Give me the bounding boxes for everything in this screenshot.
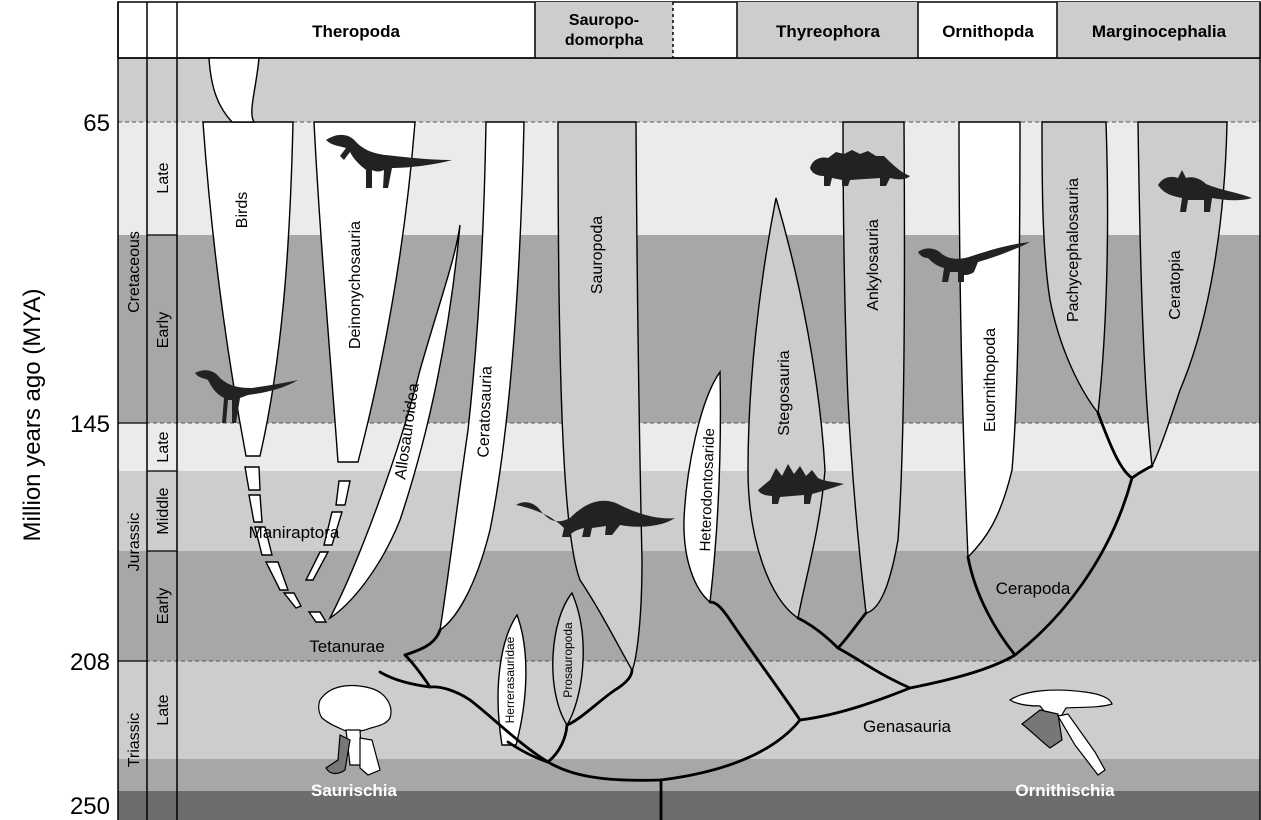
label-prosauropoda: Prosauropoda	[561, 622, 575, 698]
label-pachycephalosauria: Pachycephalosauria	[1065, 178, 1082, 322]
band-jurassic-late	[118, 423, 1260, 471]
y-tick-208: 208	[70, 649, 110, 676]
label-ankylosauria: Ankylosauria	[865, 219, 882, 311]
header-marginocephalia: Marginocephalia	[1092, 22, 1227, 41]
epoch-cretaceous-early: Early	[155, 312, 172, 348]
label-stegosauria: Stegosauria	[776, 350, 793, 435]
header-sauropodomorpha-2: domorpha	[565, 32, 643, 49]
y-tick-145: 145	[70, 411, 110, 438]
label-maniraptora: Maniraptora	[249, 523, 340, 542]
epoch-jurassic-early: Early	[155, 588, 172, 624]
period-cretaceous: Cretaceous	[126, 231, 143, 313]
label-herrerasauridae: Herrerasauridae	[503, 636, 517, 723]
label-birds: Birds	[234, 192, 251, 228]
label-saurischia: Saurischia	[311, 781, 398, 800]
y-axis: Million years ago (MYA) 65 145 208 250	[19, 110, 110, 820]
header-row: Theropoda Sauropo- domorpha Thyreophora …	[118, 2, 1260, 58]
band-tertiary	[118, 58, 1260, 122]
header-thyreophora: Thyreophora	[776, 22, 880, 41]
y-axis-label: Million years ago (MYA)	[19, 289, 46, 542]
label-ceratosauria: Ceratosauria	[475, 366, 495, 458]
epoch-triassic-late: Late	[155, 694, 172, 725]
label-ceratopia: Ceratopia	[1167, 250, 1184, 319]
period-jurassic: Jurassic	[126, 513, 143, 572]
label-cerapoda: Cerapoda	[996, 579, 1071, 598]
epoch-cretaceous-late: Late	[155, 162, 172, 193]
label-ornithischia: Ornithischia	[1015, 781, 1115, 800]
label-deinonychosauria: Deinonychosauria	[347, 221, 364, 349]
y-tick-65: 65	[83, 110, 110, 137]
period-triassic: Triassic	[126, 713, 143, 768]
label-genasauria: Genasauria	[863, 717, 951, 736]
label-tetanurae: Tetanurae	[309, 637, 385, 656]
header-sauropodomorpha-1: Sauropo-	[569, 12, 639, 29]
epoch-jurassic-late: Late	[155, 431, 172, 462]
epoch-jurassic-middle: Middle	[155, 487, 172, 534]
header-theropoda: Theropoda	[312, 22, 400, 41]
label-euornithopoda: Euornithopoda	[982, 328, 999, 432]
y-tick-250: 250	[70, 793, 110, 820]
label-sauropoda: Sauropoda	[589, 216, 606, 294]
header-ornithopda: Ornithopda	[942, 22, 1034, 41]
